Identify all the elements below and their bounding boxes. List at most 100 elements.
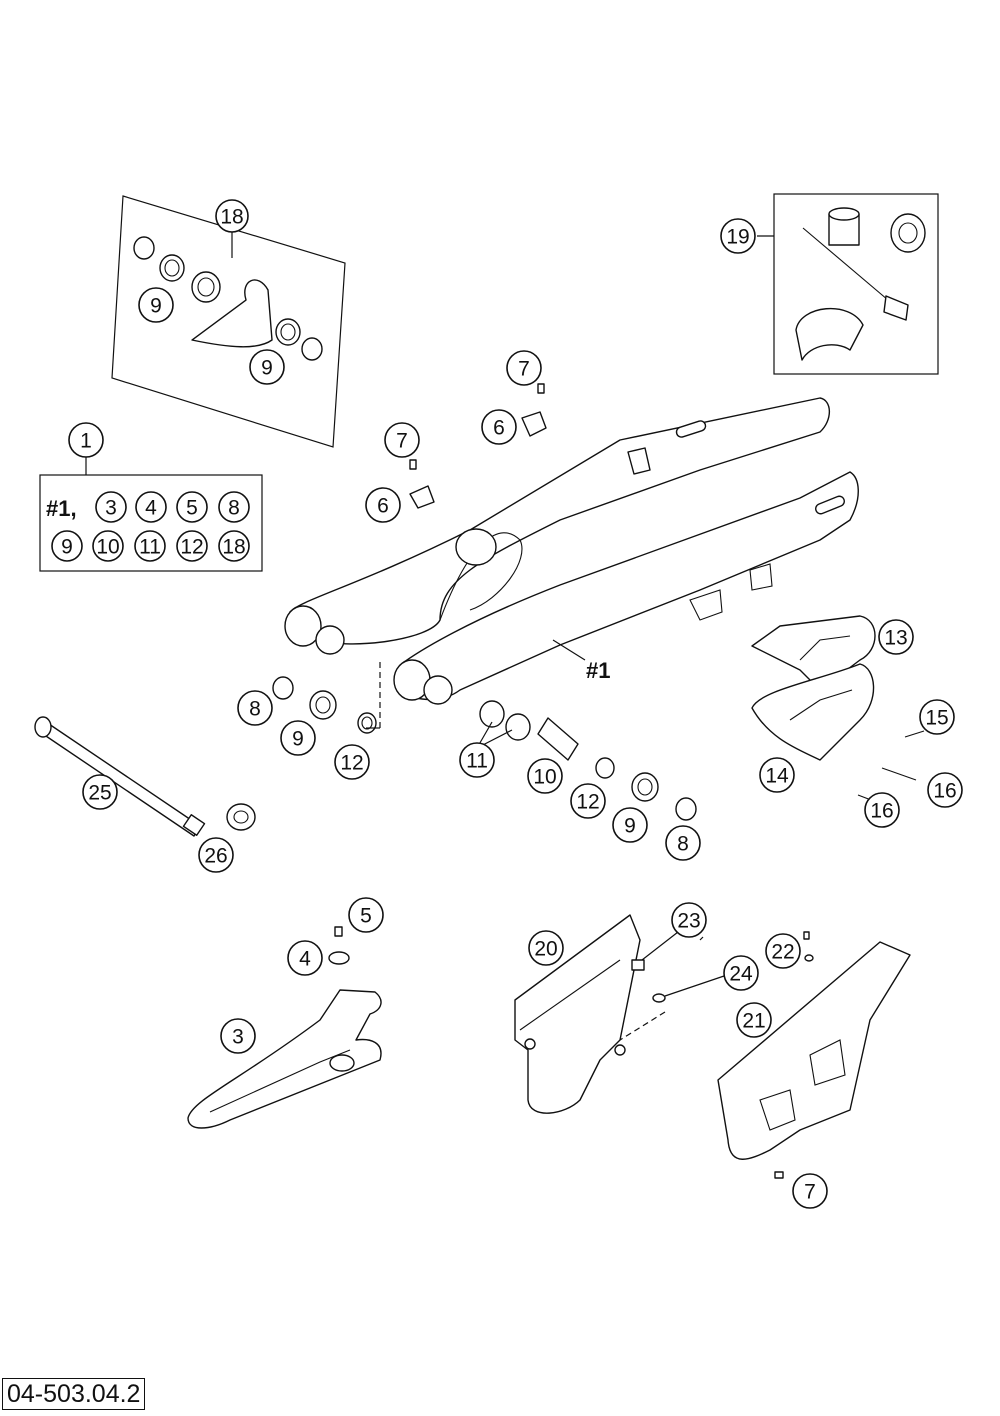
swing-arm-frame bbox=[284, 397, 859, 705]
callout-11: 11 bbox=[459, 742, 495, 778]
callout-24: 24 bbox=[723, 955, 759, 991]
callout-13-label: 13 bbox=[884, 627, 907, 650]
callout-10-label: 10 bbox=[533, 766, 556, 789]
left-pivot-parts bbox=[272, 662, 381, 734]
kit-item-label: 4 bbox=[145, 497, 157, 520]
callout-7-label: 7 bbox=[804, 1181, 816, 1204]
kit-1-contents: #1, 3 4 5 8 9 10 11 12 18 bbox=[46, 491, 250, 562]
callout-4-label: 4 bbox=[299, 948, 311, 971]
kit-item: 5 bbox=[176, 491, 208, 523]
callout-19: 19 bbox=[720, 218, 756, 254]
callout-6-lower: 6 bbox=[365, 487, 401, 523]
callout-14-label: 14 bbox=[765, 765, 789, 788]
kit-item-label: 12 bbox=[180, 536, 203, 559]
callout-9-kit-bottom: 9 bbox=[249, 349, 285, 385]
callout-1-label: 1 bbox=[80, 430, 92, 453]
callout-12-label: 12 bbox=[576, 791, 599, 814]
kit-item-label: 10 bbox=[96, 536, 119, 559]
frame-label: #1 bbox=[586, 658, 610, 683]
callout-7-label: 7 bbox=[396, 430, 408, 453]
kit-item-label: 11 bbox=[139, 536, 161, 559]
callout-23: 23 bbox=[671, 902, 707, 938]
callout-26-label: 26 bbox=[204, 845, 227, 868]
kit-item-label: 18 bbox=[222, 536, 245, 559]
callout-1: 1 bbox=[68, 422, 104, 458]
callout-23-label: 23 bbox=[677, 910, 700, 933]
kit-item: 9 bbox=[51, 530, 83, 562]
kit-1-contents-box bbox=[39, 457, 263, 572]
callout-24-label: 24 bbox=[729, 963, 753, 986]
callout-16-label: 16 bbox=[933, 780, 956, 803]
callout-7-upper: 7 bbox=[506, 350, 542, 386]
chain-guard-front bbox=[717, 931, 911, 1179]
callout-16-right: 16 bbox=[927, 772, 963, 808]
callout-9-label: 9 bbox=[261, 357, 273, 380]
callout-6-upper: 6 bbox=[481, 409, 517, 445]
callout-19-label: 19 bbox=[726, 226, 749, 249]
callout-20-label: 20 bbox=[534, 938, 557, 961]
hose-clamps bbox=[409, 383, 547, 509]
pivot-axle-and-nut bbox=[34, 716, 256, 837]
callout-15-label: 15 bbox=[925, 707, 948, 730]
callout-6-label: 6 bbox=[493, 417, 505, 440]
bearing-kit-18-box bbox=[111, 195, 346, 448]
callout-26: 26 bbox=[198, 837, 234, 873]
kit-item-label: 5 bbox=[186, 497, 198, 520]
chain-guide-assembly bbox=[751, 615, 925, 809]
callout-5: 5 bbox=[348, 897, 384, 933]
kit-item: 12 bbox=[176, 530, 208, 562]
callout-16-left: 16 bbox=[864, 792, 900, 828]
chain-guard-rear bbox=[514, 914, 666, 1114]
chain-slider bbox=[187, 926, 382, 1129]
kit-item-label: 9 bbox=[61, 536, 73, 559]
callout-4: 4 bbox=[287, 940, 323, 976]
callout-22-label: 22 bbox=[771, 941, 794, 964]
kit-item: 18 bbox=[218, 530, 250, 562]
callout-20: 20 bbox=[528, 930, 564, 966]
document-number: 04-503.04.2 bbox=[2, 1378, 146, 1410]
kit-label: #1, bbox=[46, 496, 77, 521]
callout-21-label: 21 bbox=[742, 1010, 765, 1033]
callout-16-label: 16 bbox=[870, 800, 893, 823]
callout-10: 10 bbox=[527, 758, 563, 794]
kit-item: 11 bbox=[134, 530, 166, 562]
callout-6-label: 6 bbox=[377, 495, 389, 518]
callout-7-label: 7 bbox=[518, 358, 530, 381]
callout-14: 14 bbox=[759, 757, 795, 793]
callout-8-right: 8 bbox=[665, 825, 701, 861]
kit-item-label: 8 bbox=[228, 497, 240, 520]
callout-7-lower: 7 bbox=[384, 422, 420, 458]
callout-8-label: 8 bbox=[677, 833, 689, 856]
callout-11-label: 11 bbox=[466, 750, 488, 773]
callout-15: 15 bbox=[919, 699, 955, 735]
callout-9-left: 9 bbox=[280, 720, 316, 756]
kit-item: 10 bbox=[92, 530, 124, 562]
callout-18: 18 bbox=[215, 199, 249, 233]
callout-8-label: 8 bbox=[249, 698, 261, 721]
callout-12-left: 12 bbox=[334, 744, 370, 780]
kit-item: 8 bbox=[218, 491, 250, 523]
callout-9-label: 9 bbox=[292, 728, 304, 751]
kit-item-label: 3 bbox=[105, 497, 117, 520]
callout-12-right: 12 bbox=[570, 783, 606, 819]
callout-9-label: 9 bbox=[150, 295, 162, 318]
callout-12-label: 12 bbox=[340, 752, 363, 775]
callout-9-label: 9 bbox=[624, 815, 636, 838]
callout-25: 25 bbox=[82, 774, 118, 810]
kit-item: 4 bbox=[135, 491, 167, 523]
callout-25-label: 25 bbox=[88, 782, 111, 805]
kit-item: 3 bbox=[95, 491, 127, 523]
callout-18-label: 18 bbox=[220, 206, 243, 229]
callout-9-right: 9 bbox=[612, 807, 648, 843]
callout-21: 21 bbox=[736, 1002, 772, 1038]
callout-22: 22 bbox=[765, 933, 801, 969]
callout-5-label: 5 bbox=[360, 905, 372, 928]
callout-3: 3 bbox=[220, 1018, 256, 1054]
callout-leaders bbox=[641, 931, 725, 997]
callout-7-guard: 7 bbox=[792, 1173, 828, 1209]
callout-13: 13 bbox=[878, 619, 914, 655]
callout-8-left: 8 bbox=[237, 690, 273, 726]
callout-9-kit-top: 9 bbox=[138, 287, 174, 323]
